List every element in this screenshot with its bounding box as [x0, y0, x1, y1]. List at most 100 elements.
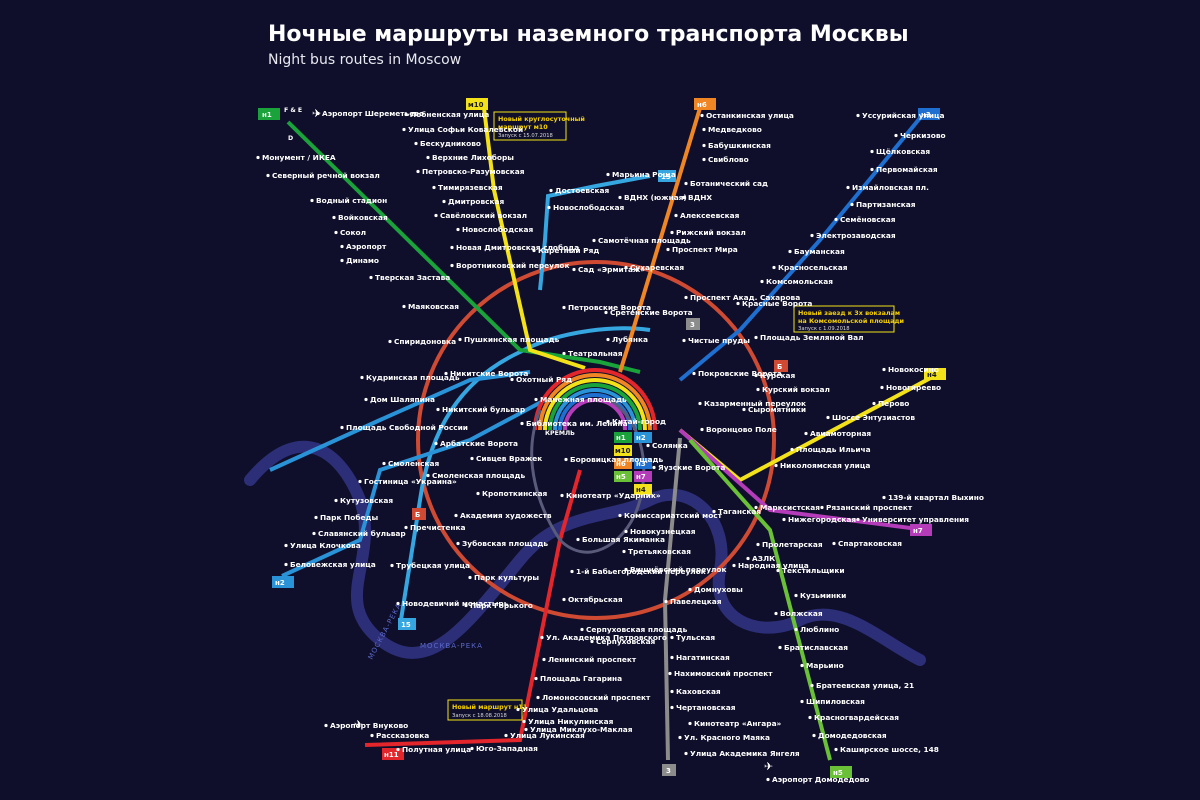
route-badge-15[interactable]: 15 — [658, 170, 676, 182]
route-badge-b[interactable]: Б — [774, 360, 788, 372]
route-badge-h2[interactable]: н2 — [272, 576, 294, 588]
station-label: Аэропорт Шереметьево — [322, 109, 424, 118]
station-label: Академия художеств — [460, 511, 552, 520]
route-badge-3[interactable]: 3 — [686, 318, 700, 330]
station-dot — [450, 245, 454, 250]
station-dot — [746, 556, 750, 561]
station-dot — [684, 751, 688, 756]
station-dot — [576, 537, 580, 542]
svg-text:н6: н6 — [697, 101, 707, 109]
route-badge-h3[interactable]: н3 — [918, 108, 940, 120]
station-label: Таганская — [718, 507, 761, 516]
station-dot — [562, 305, 566, 310]
route-h6-line — [618, 107, 702, 373]
station-label: Университет управления — [862, 515, 969, 524]
station-dot — [547, 205, 551, 210]
station-dot — [664, 599, 668, 604]
station-dot — [794, 593, 798, 598]
station-dot — [692, 371, 696, 376]
station-dot — [812, 733, 816, 738]
station-dot — [700, 113, 704, 118]
page-title: Ночные маршруты наземного транспорта Мос… — [268, 22, 909, 47]
station-label: Рязанский проспект — [826, 503, 913, 512]
station-dot — [560, 493, 564, 498]
svg-text:н1: н1 — [616, 434, 626, 442]
station-label: Бауманская — [794, 247, 845, 256]
route-badge-h1[interactable]: н1 — [258, 108, 280, 120]
station-dot — [396, 747, 400, 752]
station-dot — [564, 457, 568, 462]
station-dot — [652, 465, 656, 470]
station-label: Вишнёвский переулок — [630, 565, 727, 574]
station-label: Люблино — [800, 625, 839, 634]
station-dot — [570, 569, 574, 574]
station-dot — [670, 705, 674, 710]
station-dot — [856, 113, 860, 118]
fe-label: F & E — [284, 107, 302, 114]
route-badge-3[interactable]: 3 — [662, 764, 676, 776]
station-dot — [872, 401, 876, 406]
airplane-icon: ✈ — [764, 760, 773, 773]
station-label: Пречистенка — [410, 523, 466, 532]
station-dot — [712, 509, 716, 514]
note-komsomol: Новый заезд к 3x вокзалам на Комсомольск… — [793, 305, 904, 333]
station-label: Водный стадион — [316, 196, 387, 205]
station-label: Сокол — [340, 228, 366, 237]
station-dot — [666, 247, 670, 252]
svg-text:Запуск с 18.08.2018: Запуск с 18.08.2018 — [452, 713, 507, 719]
route-h11-line — [364, 469, 582, 747]
route-badge-h5[interactable]: н5 — [830, 766, 852, 778]
station-label: Большая Якиманка — [582, 535, 665, 544]
station-label: Новогиреево — [886, 383, 941, 392]
station-dot — [536, 695, 540, 700]
station-label: Красносельская — [778, 263, 848, 272]
station-dot — [516, 707, 520, 712]
station-dot — [882, 367, 886, 372]
svg-text:Запуск с 1.09.2018: Запуск с 1.09.2018 — [798, 326, 850, 332]
station-label: Маяковская — [408, 302, 459, 311]
route-badge-m10[interactable]: м10 — [466, 98, 488, 110]
station-label: Савёловский вокзал — [440, 211, 527, 220]
station-dot — [456, 541, 460, 546]
station-dot — [324, 723, 328, 728]
station-dot — [870, 149, 874, 154]
svg-text:15: 15 — [401, 621, 411, 629]
station-dot — [404, 112, 408, 117]
route-badge-h4[interactable]: н4 — [924, 368, 946, 380]
route-b-ring — [416, 260, 776, 620]
station-label: Сивцев Вражек — [476, 454, 542, 463]
station-dot — [606, 419, 610, 424]
station-label: Ломоносовский проспект — [542, 693, 651, 702]
station-label: Библиотека им. Ленина — [526, 419, 628, 428]
station-dot — [534, 676, 538, 681]
route-badge-h6[interactable]: н6 — [694, 98, 716, 110]
station-dot — [358, 479, 362, 484]
station-label: Лобненская улица — [410, 110, 489, 119]
svg-text:м10: м10 — [468, 101, 484, 109]
route-badge-h7[interactable]: н7 — [910, 524, 932, 536]
station-dot — [702, 143, 706, 148]
station-dot — [504, 733, 508, 738]
station-label: Сретенские Ворота — [610, 308, 693, 317]
route-15-line — [398, 174, 651, 627]
route-badge-15[interactable]: 15 — [398, 618, 416, 630]
station-dot — [808, 715, 812, 720]
station-label: Новокосино — [888, 365, 939, 374]
station-label: Домодедовская — [818, 731, 887, 740]
route-badge-h11[interactable]: н11 — [382, 748, 404, 760]
station-label: Николоямская улица — [780, 461, 870, 470]
station-dot — [688, 721, 692, 726]
station-dot — [604, 310, 608, 315]
route-badge-b[interactable]: Б — [412, 508, 426, 520]
svg-text:Запуск с 15.07.2018: Запуск с 15.07.2018 — [498, 133, 553, 139]
station-label: Комсомольская — [766, 277, 833, 286]
station-label: Спиридоновка — [394, 337, 456, 346]
svg-text:Новый маршрут н11: Новый маршрут н11 — [452, 703, 527, 711]
station-label: Новослободская — [462, 225, 533, 234]
station-label: Алексеевская — [680, 211, 740, 220]
route-m10-line — [482, 107, 586, 370]
d-label: D — [288, 135, 293, 142]
station-label: Площадь Гагарина — [540, 674, 622, 683]
station-dot — [388, 339, 392, 344]
station-label: Улица Миклухо-Маклая — [530, 725, 633, 734]
